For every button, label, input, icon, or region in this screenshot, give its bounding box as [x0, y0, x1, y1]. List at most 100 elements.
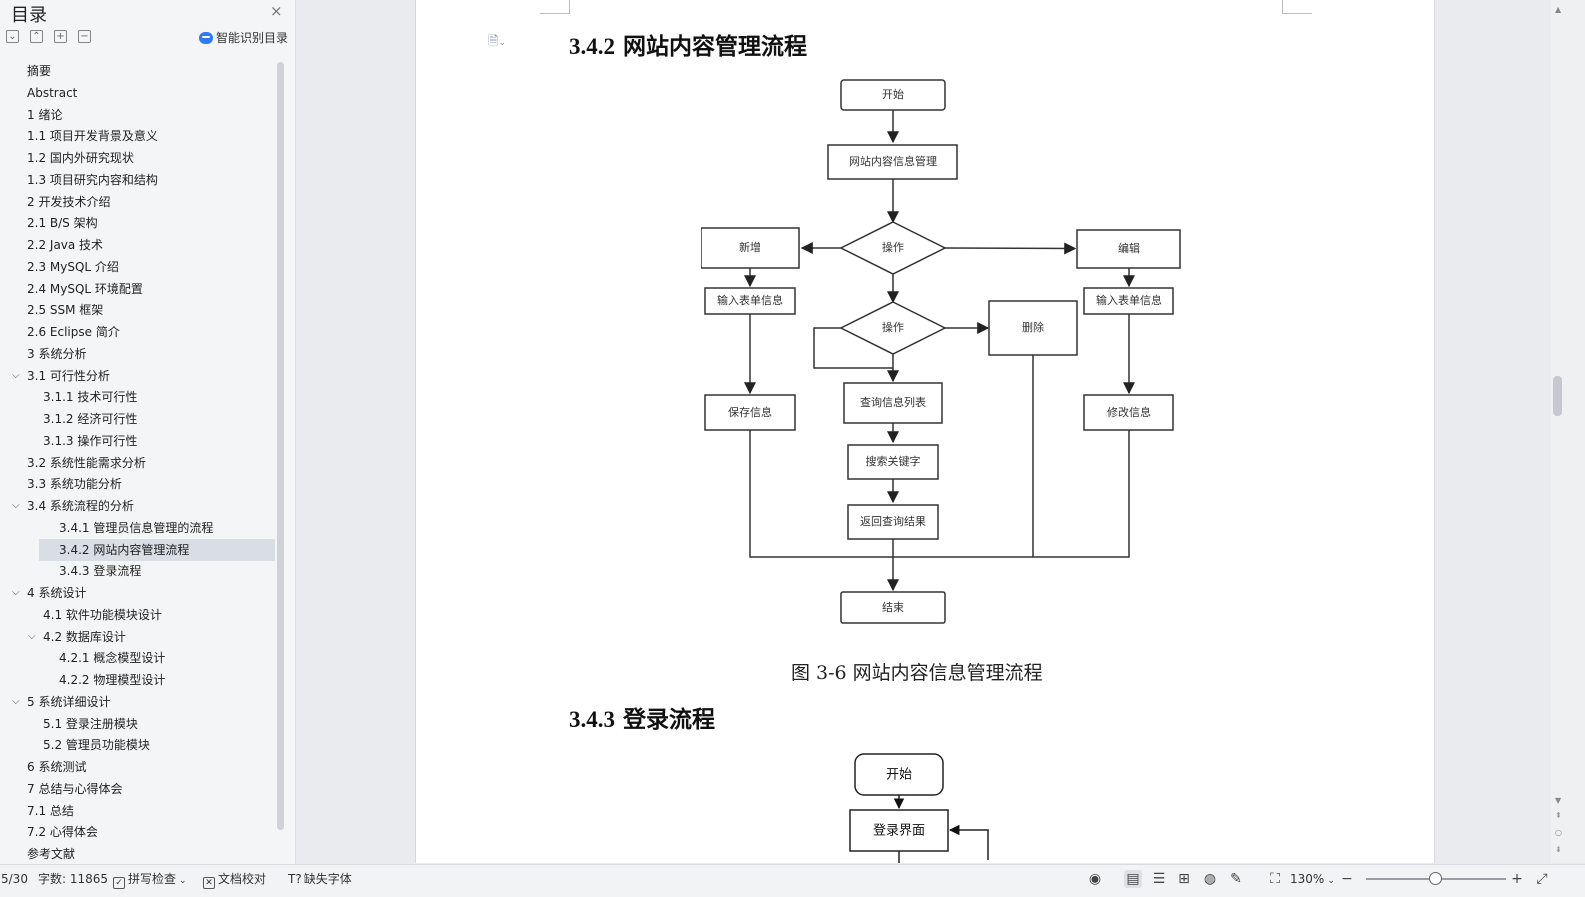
toc-item[interactable]: 1.3 项目研究内容和结构: [0, 169, 276, 191]
login-screen-label: 登录界面: [873, 824, 925, 839]
toc-item[interactable]: ⌵5 系统详细设计: [0, 691, 276, 713]
page-view-icon[interactable]: ▤: [1124, 870, 1142, 888]
page-margin-mark-right: [1282, 0, 1312, 14]
document-area: 🗎⌄ 3.4.2 网站内容管理流程: [296, 0, 1551, 863]
zoom-level-dropdown[interactable]: 130%⌄: [1290, 871, 1335, 889]
remove-level-icon[interactable]: −: [78, 30, 91, 43]
toc-item[interactable]: 7.2 心得体会: [0, 821, 276, 843]
toc-item[interactable]: 1.1 项目开发背景及意义: [0, 125, 276, 147]
node-modify-label: 修改信息: [1107, 405, 1151, 419]
toc-item[interactable]: 3.1.3 操作可行性: [0, 430, 276, 452]
toc-item-label: 3.1 可行性分析: [27, 368, 110, 383]
chevron-down-icon[interactable]: ⌵: [12, 500, 20, 511]
collapse-all-icon[interactable]: ⌄: [6, 30, 19, 43]
toc-item[interactable]: 3.4.2 网站内容管理流程: [39, 538, 275, 561]
toc-item[interactable]: 3.1.1 技术可行性: [0, 386, 276, 408]
node-op2-label: 操作: [882, 320, 904, 334]
expand-up-icon[interactable]: ⌃: [30, 30, 43, 43]
page-indicator[interactable]: 5/30: [1, 872, 28, 886]
node-modify-box: [1083, 394, 1174, 431]
chevron-down-icon[interactable]: ⌵: [12, 587, 20, 598]
toc-item-label: 4.2.2 物理模型设计: [59, 673, 166, 687]
toc-item[interactable]: 7.1 总结: [0, 800, 276, 822]
scroll-down-icon[interactable]: ▼: [1555, 796, 1562, 805]
toc-item-label: 7.2 心得体会: [27, 825, 98, 840]
figure-caption: 图 3-6 网站内容信息管理流程: [791, 662, 1043, 684]
toc-item[interactable]: 4.2.2 物理模型设计: [0, 669, 276, 691]
select-browse-icon[interactable]: ○: [1555, 828, 1562, 837]
toc-item-label: 4.2.1 概念模型设计: [59, 651, 166, 666]
toc-item[interactable]: 3.4.1 管理员信息管理的流程: [0, 517, 276, 539]
web-view-icon[interactable]: ◍: [1203, 871, 1217, 887]
word-count[interactable]: 字数: 11865: [38, 872, 109, 886]
next-page-icon[interactable]: ⇟: [1555, 845, 1562, 854]
chevron-down-icon[interactable]: ⌵: [12, 369, 20, 381]
chevron-down-icon[interactable]: ⌵: [12, 695, 20, 707]
spell-check-label: 拼写检查: [128, 872, 177, 886]
zoom-in-icon[interactable]: +: [1511, 871, 1523, 887]
close-icon[interactable]: ×: [270, 2, 283, 20]
document-page[interactable]: 🗎⌄ 3.4.2 网站内容管理流程: [415, 0, 1435, 863]
pen-icon[interactable]: ✎: [1230, 871, 1242, 887]
toc-item[interactable]: 2.1 B/S 架构: [0, 212, 276, 234]
toc-item[interactable]: ⌵4.2 数据库设计: [0, 626, 276, 648]
node-input-right-label: 输入表单信息: [1096, 293, 1162, 307]
fit-page-icon[interactable]: ⛶: [1270, 871, 1280, 887]
toc-item[interactable]: 3 系统分析: [0, 343, 276, 365]
outline-view-icon[interactable]: ☰: [1152, 871, 1166, 887]
toc-item[interactable]: 6 系统测试: [0, 756, 276, 778]
node-delete-label: 删除: [1022, 320, 1044, 334]
toc-scrollbar-thumb[interactable]: [277, 62, 284, 830]
toc-item[interactable]: 3.4.3 登录流程: [0, 560, 276, 582]
smart-toc-button[interactable]: 智能识别目录: [199, 29, 288, 46]
toc-item[interactable]: 2.4 MySQL 环境配置: [0, 278, 276, 300]
chevron-down-icon[interactable]: ⌵: [28, 630, 36, 642]
toc-item[interactable]: 2.2 Java 技术: [0, 234, 276, 256]
toc-item[interactable]: 3.2 系统性能需求分析: [0, 452, 276, 474]
toc-item[interactable]: ⌵ 3.1 可行性分析: [0, 365, 276, 387]
doc-proofread-button[interactable]: ✕文档校对: [203, 871, 266, 889]
node-start-label: 开始: [882, 87, 904, 101]
document-scrollbar[interactable]: [1551, 0, 1585, 863]
reading-view-icon[interactable]: ⊞: [1178, 871, 1190, 887]
proofread-icon: ✕: [203, 877, 215, 889]
toc-item[interactable]: 5.1 登录注册模块: [0, 713, 276, 735]
spell-check-button[interactable]: ✓拼写检查⌄: [113, 871, 187, 889]
page-format-button[interactable]: 🗎⌄: [488, 32, 506, 54]
toc-item-label: 2 开发技术介绍: [27, 194, 111, 209]
missing-fonts-button[interactable]: T?缺失字体: [288, 871, 352, 887]
scroll-up-icon[interactable]: ▲: [1555, 5, 1562, 14]
prev-page-icon[interactable]: ⇞: [1555, 811, 1562, 820]
toc-header: 目录 × ⌄ ⌃ + − 智能识别目录: [0, 0, 296, 60]
toc-item[interactable]: 2.3 MySQL 介绍: [0, 256, 276, 278]
toc-item[interactable]: 2 开发技术介绍: [0, 191, 276, 213]
node-manage-label: 网站内容信息管理: [849, 154, 937, 168]
zoom-slider-knob[interactable]: [1428, 872, 1442, 885]
node-edit-box: [1076, 229, 1181, 269]
zoom-out-icon[interactable]: −: [1341, 871, 1353, 887]
toc-item[interactable]: 3.1.2 经济可行性: [0, 408, 276, 430]
toc-item[interactable]: ⌵3.4 系统流程的分析: [0, 495, 276, 517]
eye-protection-icon[interactable]: ◉: [1088, 871, 1102, 887]
document-scrollbar-thumb[interactable]: [1553, 376, 1562, 416]
fullscreen-icon[interactable]: ⤢: [1536, 871, 1548, 887]
node-input-left-label: 输入表单信息: [717, 293, 783, 307]
toc-item[interactable]: 5.2 管理员功能模块: [0, 734, 276, 756]
toc-item[interactable]: 7 总结与心得体会: [0, 778, 276, 800]
toc-item[interactable]: 参考文献: [0, 843, 276, 864]
chevron-down-icon: ⌄: [498, 38, 506, 48]
toc-item[interactable]: 1.2 国内外研究现状: [0, 147, 276, 169]
toc-item[interactable]: 4.1 软件功能模块设计: [0, 604, 276, 626]
toc-item[interactable]: 1 绪论: [0, 104, 276, 126]
toc-item[interactable]: Abstract: [0, 82, 276, 104]
toc-item[interactable]: 2.5 SSM 框架: [0, 299, 276, 321]
toc-item[interactable]: 4.2.1 概念模型设计: [0, 647, 276, 669]
toc-item[interactable]: 3.3 系统功能分析: [0, 473, 276, 495]
toc-item[interactable]: 2.6 Eclipse 简介: [0, 321, 276, 343]
toc-item[interactable]: ⌵4 系统设计: [0, 582, 276, 604]
page-margin-mark-left: [540, 0, 570, 14]
add-level-icon[interactable]: +: [54, 30, 67, 43]
toc-item-label: 2.3 MySQL 介绍: [27, 259, 119, 274]
toc-item[interactable]: 摘要: [0, 60, 276, 82]
